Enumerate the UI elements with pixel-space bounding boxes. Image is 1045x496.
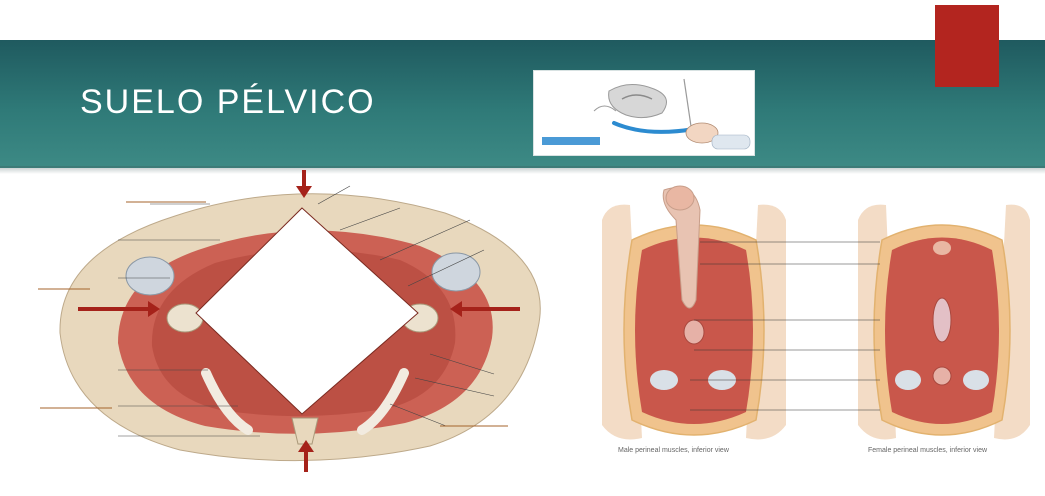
pelvic-floor-diagram <box>0 168 580 491</box>
pelvic-floor-thumbnail <box>533 70 755 156</box>
female-diagram-caption: Female perineal muscles, inferior view <box>868 447 987 454</box>
pelvic-floor-illustration <box>0 168 580 491</box>
red-accent-square <box>935 5 999 87</box>
thumbnail-drawing <box>534 71 754 155</box>
perineal-muscles-illustration <box>590 180 1030 470</box>
perineal-muscles-diagram <box>590 180 1030 470</box>
slide-title: SUELO PÉLVICO <box>80 83 376 122</box>
male-diagram-caption: Male perineal muscles, inferior view <box>618 447 729 454</box>
